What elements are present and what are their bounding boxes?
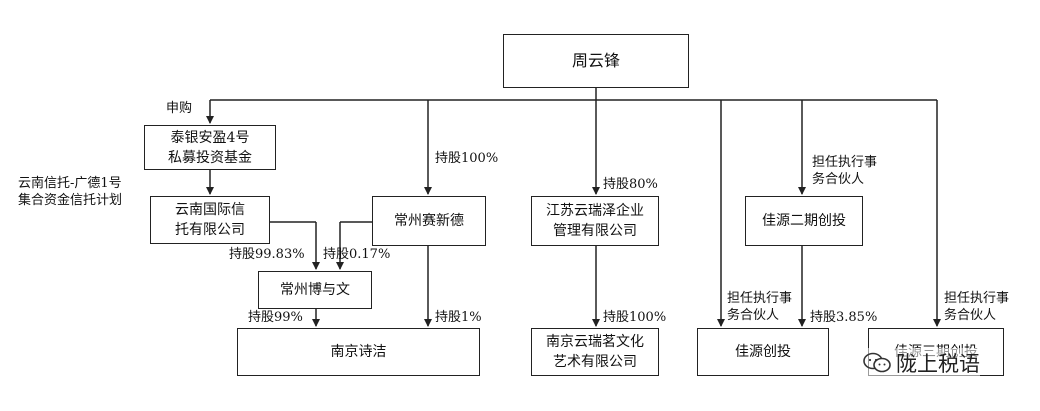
node-jiayuan-chuangtou: 佳源创投 <box>697 328 829 376</box>
label-hold-385: 持股3.85% <box>810 310 878 325</box>
node-yunnan-trust-company: 云南国际信 托有限公司 <box>150 196 270 244</box>
label-hold-100-saixinde: 持股100% <box>435 151 499 166</box>
node-nanjing-shijie: 南京诗洁 <box>237 328 480 376</box>
label-hold-017: 持股0.17% <box>323 247 391 262</box>
watermark-text: 陇上税语 <box>896 352 980 376</box>
wechat-icon <box>863 352 891 373</box>
label-subscribe: 申购 <box>166 101 193 116</box>
watermark: 陇上税语 <box>862 348 980 378</box>
label-hold-100-yunruiming: 持股100% <box>603 310 667 325</box>
label-gp-chuangtou: 担任执行事 务合伙人 <box>727 291 793 323</box>
label-hold-80: 持股80% <box>603 177 658 192</box>
node-taiyin-fund: 泰银安盈4号 私募投资基金 <box>144 125 276 170</box>
label-hold-9983: 持股99.83% <box>229 247 305 262</box>
label-gp-phase2: 担任执行事 务合伙人 <box>812 155 878 187</box>
node-nanjing-yunruiming: 南京云瑞茗文化 艺术有限公司 <box>531 328 659 376</box>
node-jiangsu-yunruize: 江苏云瑞泽企业 管理有限公司 <box>531 196 659 246</box>
node-changzhou-saixinde: 常州赛新德 <box>372 196 486 246</box>
node-changzhou-boyuwen: 常州博与文 <box>258 271 372 309</box>
node-zhou-yunfeng: 周云锋 <box>503 34 689 88</box>
label-gp-phase3: 担任执行事 务合伙人 <box>944 291 1010 323</box>
label-hold-99: 持股99% <box>248 310 303 325</box>
node-jiayuan-phase2: 佳源二期创投 <box>745 196 863 246</box>
label-hold-1: 持股1% <box>435 310 482 325</box>
label-trust-plan: 云南信托-广德1号 集合资金信托计划 <box>18 176 123 208</box>
